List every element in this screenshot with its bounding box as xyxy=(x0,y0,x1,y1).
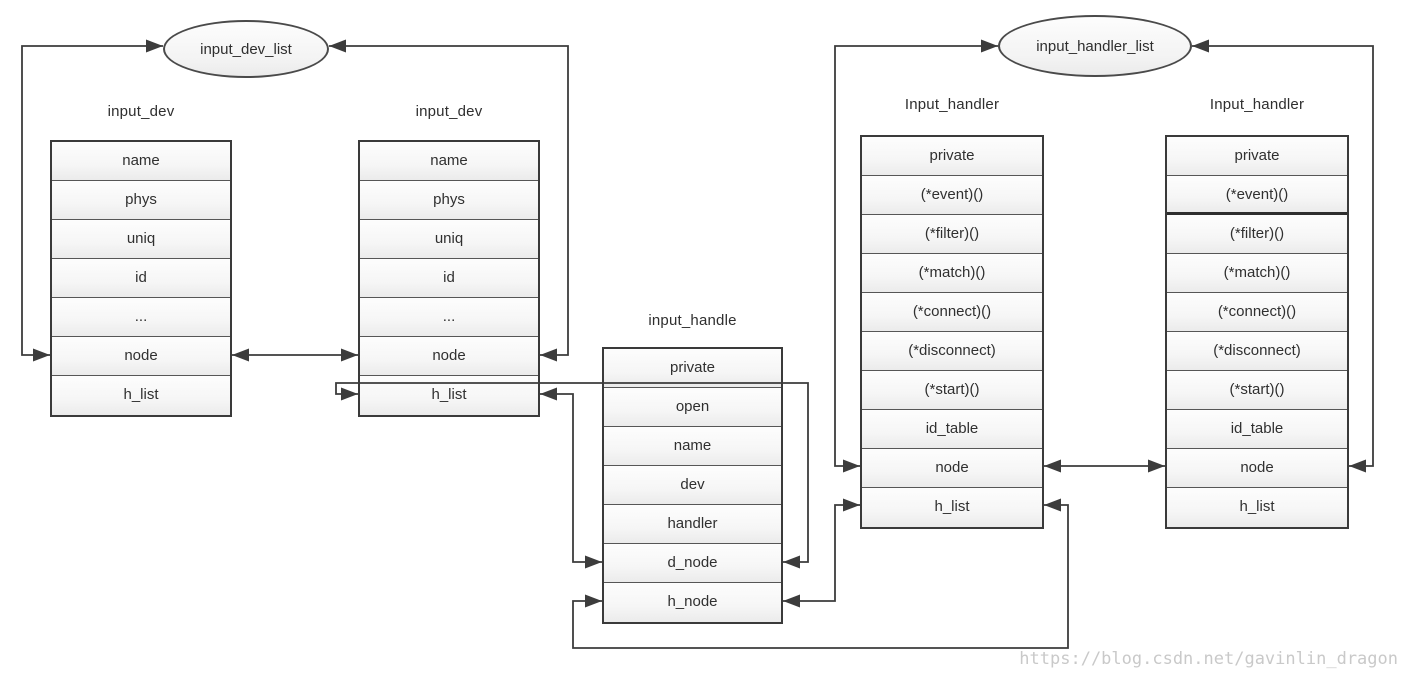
input-handler-list-ellipse: input_handler_list xyxy=(998,15,1192,77)
connector-handle-hnode-to-handler1-hlist-upper xyxy=(783,504,860,602)
input-dev-1-row-node: node xyxy=(52,337,230,376)
input-handler-1-table: private(*event)()(*filter)()(*match)()(*… xyxy=(860,135,1044,529)
connector-dev1-node-to-dev2-node-arrowhead xyxy=(341,348,358,362)
input-handler-1-row-h_list: h_list xyxy=(862,488,1042,527)
input-dev-1-title: input_dev xyxy=(107,103,175,120)
connector-handler1-node-to-handler2-node-arrowhead xyxy=(1148,459,1165,473)
input-dev-1-row-name: name xyxy=(52,142,230,181)
connector-dev1-node-to-dev2-node-arrowhead xyxy=(232,348,249,362)
connector-handler1-hlist-to-handle-hnode-loop-arrowhead xyxy=(585,594,602,608)
input-dev-1-row-id: id xyxy=(52,259,230,298)
input-dev-2-row-id: id xyxy=(360,259,538,298)
input-dev-list-label: input_dev_list xyxy=(200,40,292,58)
input-handler-2-row-filter: (*filter)() xyxy=(1167,215,1347,254)
input-handler-2-row-id_table: id_table xyxy=(1167,410,1347,449)
input-handler-1-row-connect: (*connect)() xyxy=(862,293,1042,332)
input-handle-row-dev: dev xyxy=(604,466,781,505)
connector-dev2-hlist-to-handle-dnode-upper-arrowhead xyxy=(341,387,358,401)
connector-handlerlist-to-handler1-node-arrowhead xyxy=(981,39,998,53)
connector-dev2-node-to-devlist-arrowhead xyxy=(540,348,557,362)
input-handler-list-label: input_handler_list xyxy=(1036,37,1154,55)
input-dev-2-row-uniq: uniq xyxy=(360,220,538,259)
input-dev-1-row-ellipsis: ... xyxy=(52,298,230,337)
input-handler-2-row-disconnect: (*disconnect) xyxy=(1167,332,1347,371)
connector-handler2-node-to-handlerlist-arrowhead xyxy=(1192,39,1209,53)
connector-devlist-to-dev1-node-arrowhead xyxy=(33,348,50,362)
input-handle-row-h_node: h_node xyxy=(604,583,781,622)
input-handle-row-private: private xyxy=(604,349,781,388)
input-handler-2-title: Input_handler xyxy=(1209,96,1305,113)
connector-handle-hnode-to-handler1-hlist-upper-arrowhead xyxy=(843,498,860,512)
input-dev-2-row-ellipsis: ... xyxy=(360,298,538,337)
input-handler-1-row-filter: (*filter)() xyxy=(862,215,1042,254)
input-handle-title: input_handle xyxy=(648,312,737,329)
input-dev-1-row-uniq: uniq xyxy=(52,220,230,259)
connector-dev2-hlist-to-handle-dnode-upper-arrowhead xyxy=(783,555,800,569)
input-handle-row-open: open xyxy=(604,388,781,427)
connector-handler1-node-to-handler2-node-arrowhead xyxy=(1044,459,1061,473)
input-handler-1-row-start: (*start)() xyxy=(862,371,1042,410)
input-handler-2-row-node: node xyxy=(1167,449,1347,488)
input-handle-row-d_node: d_node xyxy=(604,544,781,583)
input-dev-2-title: input_dev xyxy=(415,103,483,120)
connector-dev2-hlist-to-handle-dnode-lower-arrowhead xyxy=(540,387,557,401)
input-handler-1-row-event: (*event)() xyxy=(862,176,1042,215)
input-handler-1-row-match: (*match)() xyxy=(862,254,1042,293)
connector-dev2-hlist-to-handle-dnode-lower-arrowhead xyxy=(585,555,602,569)
input-dev-2-row-phys: phys xyxy=(360,181,538,220)
input-handler-1-row-id_table: id_table xyxy=(862,410,1042,449)
input-dev-1-row-h_list: h_list xyxy=(52,376,230,415)
connector-dev2-node-to-devlist-arrowhead xyxy=(329,39,346,53)
input-handler-2-row-event: (*event)() xyxy=(1167,176,1347,215)
connector-handle-hnode-to-handler1-hlist-upper-arrowhead xyxy=(783,594,800,608)
input-handler-2-row-connect: (*connect)() xyxy=(1167,293,1347,332)
input-handler-1-row-node: node xyxy=(862,449,1042,488)
input-dev-1-row-phys: phys xyxy=(52,181,230,220)
connector-devlist-to-dev1-node-arrowhead xyxy=(146,39,163,53)
input-handler-2-row-match: (*match)() xyxy=(1167,254,1347,293)
connector-dev2-hlist-to-handle-dnode-lower xyxy=(540,393,602,563)
input-dev-list-ellipse: input_dev_list xyxy=(163,20,329,78)
input-handler-2-row-private: private xyxy=(1167,137,1347,176)
input-handler-1-row-disconnect: (*disconnect) xyxy=(862,332,1042,371)
input-dev-2-row-h_list: h_list xyxy=(360,376,538,415)
input-handle-row-handler: handler xyxy=(604,505,781,544)
input-handle-row-name: name xyxy=(604,427,781,466)
input-handler-2-row-h_list: h_list xyxy=(1167,488,1347,527)
connector-handlerlist-to-handler1-node-arrowhead xyxy=(843,459,860,473)
connector-handler1-hlist-to-handle-hnode-loop-arrowhead xyxy=(1044,498,1061,512)
input-handler-1-title: Input_handler xyxy=(904,96,1000,113)
connector-handler2-node-to-handlerlist-arrowhead xyxy=(1349,459,1366,473)
input-handler-1-row-private: private xyxy=(862,137,1042,176)
input-handler-2-table: private(*event)()(*filter)()(*match)()(*… xyxy=(1165,135,1349,529)
input-dev-2-row-name: name xyxy=(360,142,538,181)
input-handler-2-row-start: (*start)() xyxy=(1167,371,1347,410)
input-dev-2-row-node: node xyxy=(360,337,538,376)
watermark-url: https://blog.csdn.net/gavinlin_dragon xyxy=(1019,649,1398,669)
